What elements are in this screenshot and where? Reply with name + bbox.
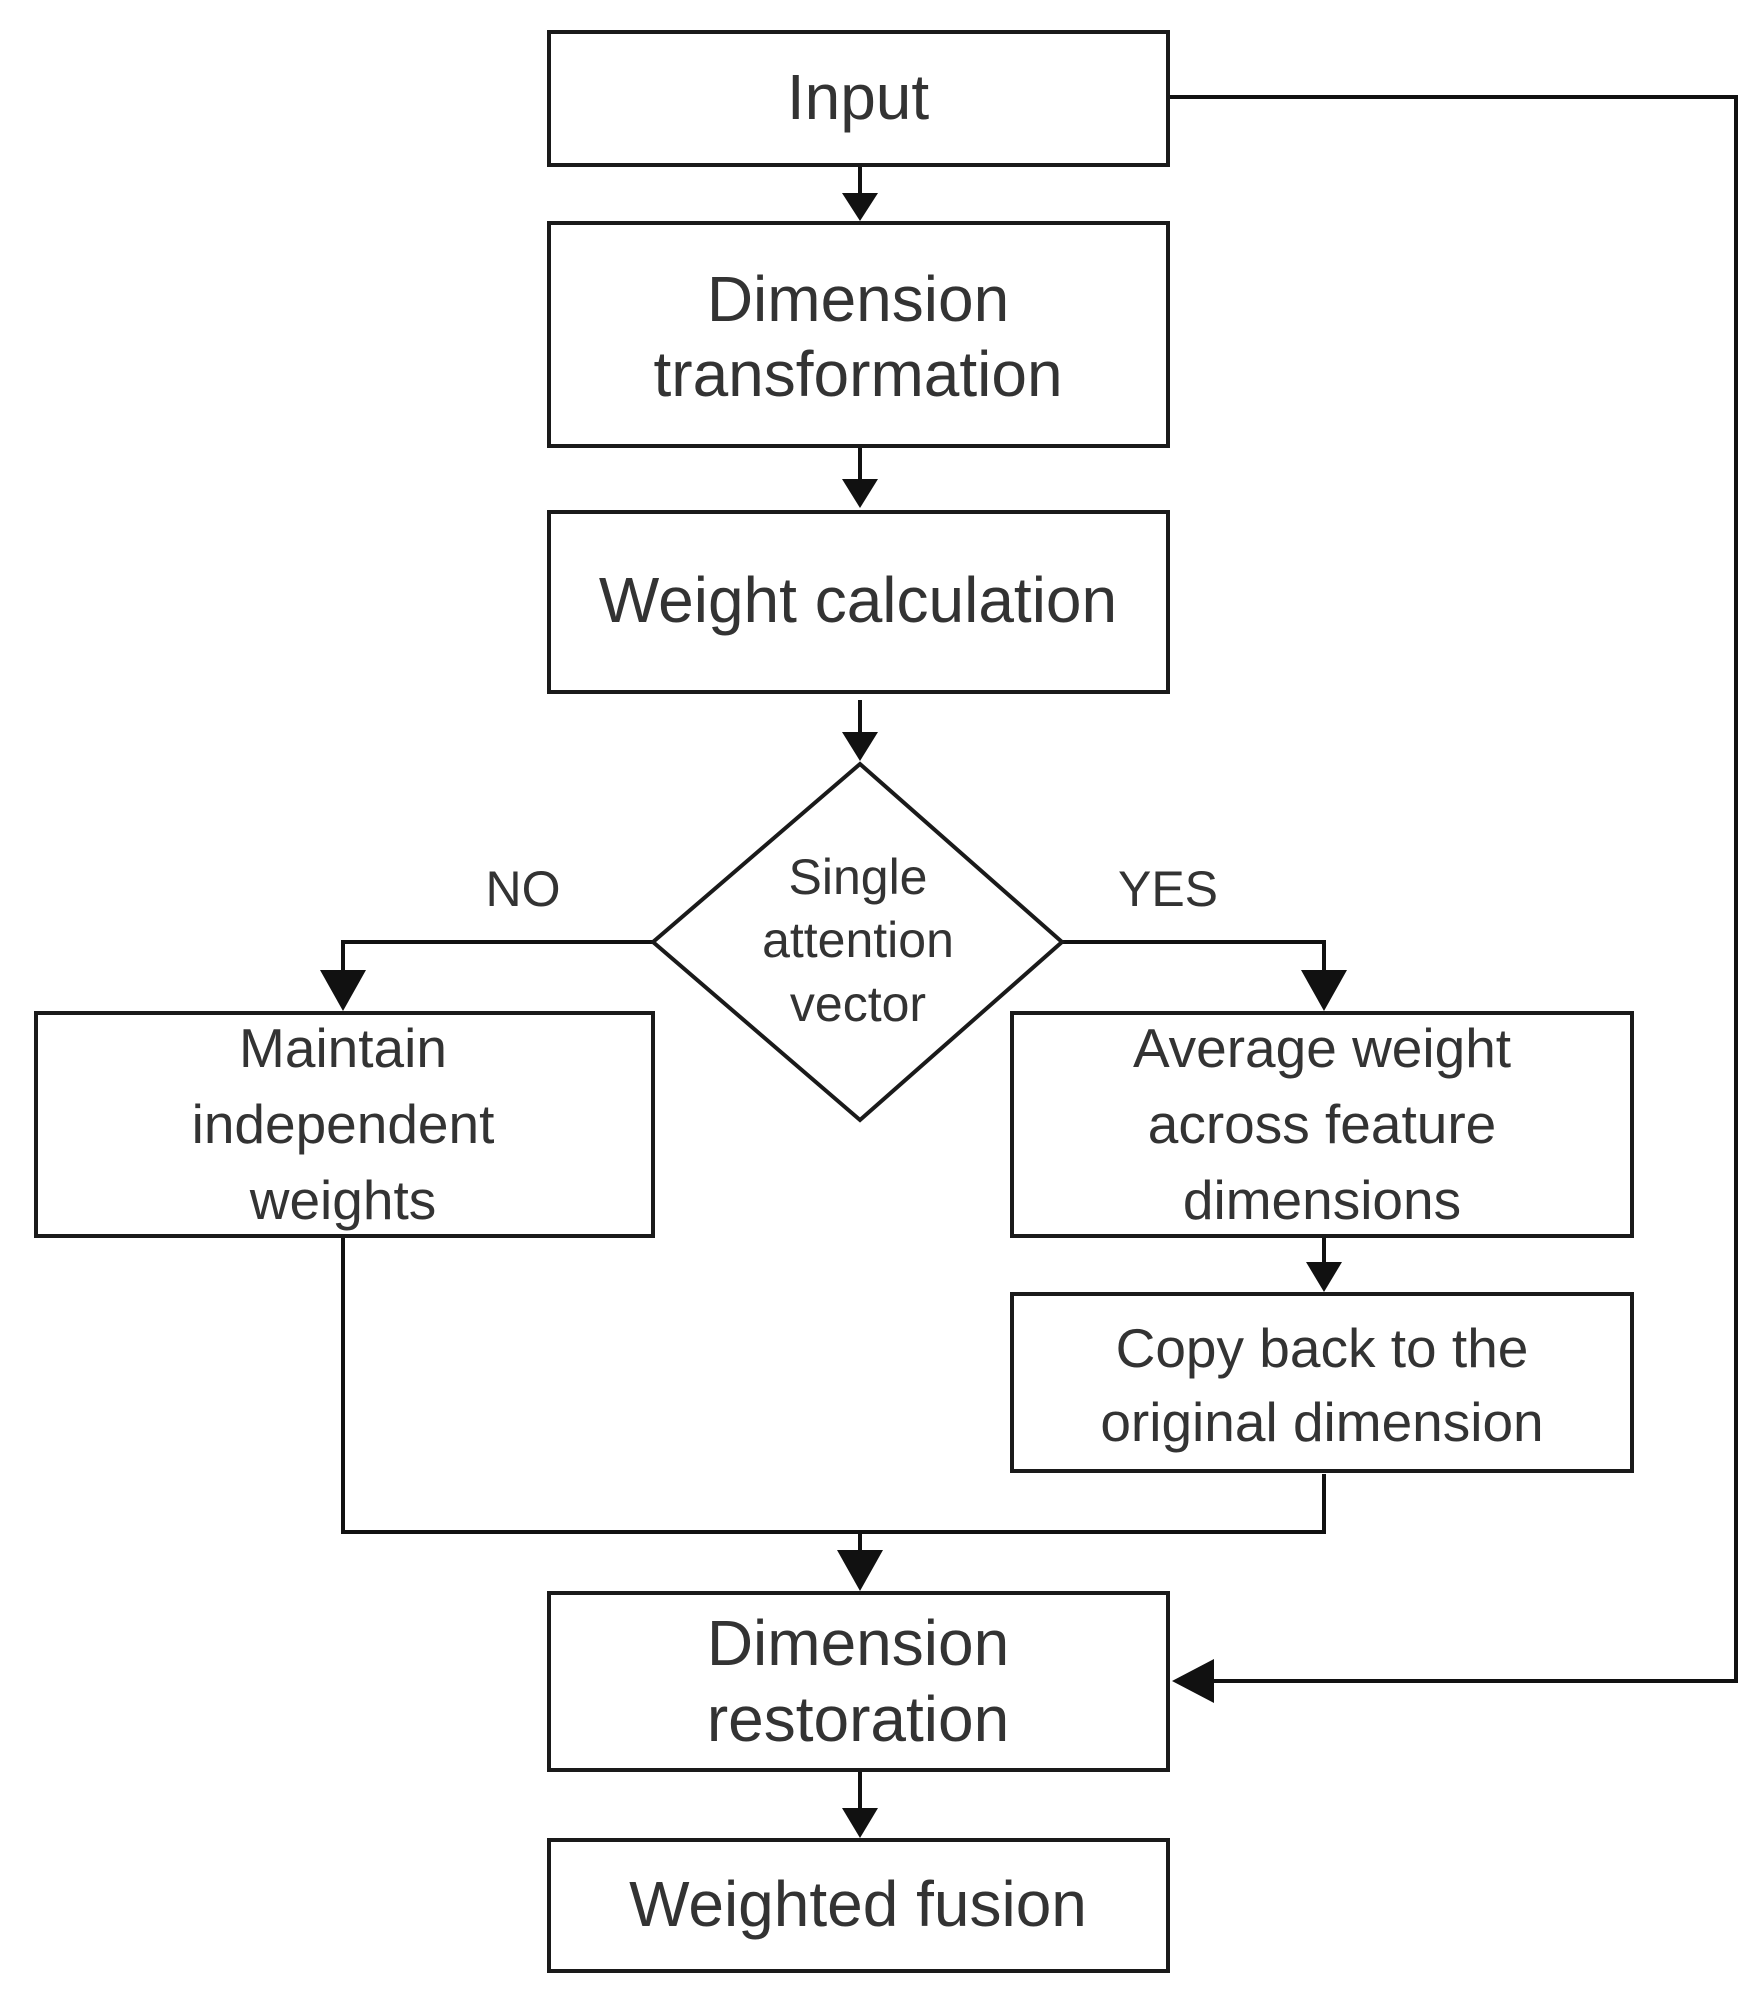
node-average-weight-box — [1010, 1011, 1634, 1238]
node-dimension-restoration-line2: restoration — [707, 1683, 1009, 1755]
node-dimension-transformation-line2: transformation — [653, 338, 1062, 410]
node-weight-calculation-label: Weight calculation — [599, 564, 1117, 636]
arrowhead-fusion — [842, 1808, 878, 1838]
node-weighted-fusion-label: Weighted fusion — [629, 1868, 1087, 1940]
node-weighted-fusion: Weighted fusion — [547, 1838, 1170, 1973]
node-dimension-restoration: Dimension restoration — [547, 1591, 1170, 1772]
node-maintain-weights-box — [34, 1011, 655, 1238]
node-input: Input — [547, 30, 1170, 167]
node-weight-calculation-box — [547, 510, 1170, 694]
arrowhead-maintain — [320, 970, 366, 1011]
node-dimension-transformation-line1: Dimension — [707, 263, 1009, 335]
node-average-weight-line1: Average weight — [1133, 1017, 1511, 1079]
arrowhead-average — [1301, 970, 1347, 1011]
edge-decision-yes — [1062, 940, 1326, 980]
edge-input-skip — [1168, 95, 1738, 1683]
branch-label-yes: YES — [1118, 861, 1218, 917]
arrowhead-restoration — [837, 1550, 883, 1591]
arrowhead-copy — [1306, 1262, 1342, 1292]
arrowhead-skip — [1172, 1659, 1214, 1703]
node-weighted-fusion-box — [547, 1838, 1170, 1973]
edge-decision-no — [341, 940, 653, 980]
node-input-box — [547, 30, 1170, 167]
arrowhead-weight — [842, 479, 878, 508]
node-maintain-weights-line3: weights — [249, 1169, 436, 1231]
node-maintain-weights-line2: independent — [192, 1093, 495, 1155]
node-copy-back-line2: original dimension — [1100, 1391, 1543, 1453]
node-dimension-transformation-box — [547, 221, 1170, 448]
branch-label-no: NO — [486, 861, 561, 917]
node-dimension-restoration-line1: Dimension — [707, 1607, 1009, 1679]
node-decision-line2: attention — [762, 912, 954, 968]
node-copy-back-line1: Copy back to the — [1116, 1317, 1529, 1379]
node-decision-diamond — [649, 761, 1066, 1123]
node-decision: Single attention vector — [649, 761, 1066, 1123]
node-decision-line3: vector — [790, 976, 926, 1032]
node-copy-back: Copy back to the original dimension — [1010, 1292, 1634, 1473]
node-decision-line1: Single — [789, 849, 928, 905]
node-average-weight-line3: dimensions — [1183, 1169, 1461, 1231]
node-average-weight: Average weight across feature dimensions — [1010, 1011, 1634, 1238]
node-maintain-weights: Maintain independent weights — [34, 1011, 655, 1238]
arrowhead-decision — [842, 732, 878, 761]
node-maintain-weights-line1: Maintain — [239, 1017, 447, 1079]
node-dimension-transformation: Dimension transformation — [547, 221, 1170, 448]
node-average-weight-line2: across feature — [1148, 1093, 1497, 1155]
arrowhead-transform — [842, 193, 878, 221]
node-weight-calculation: Weight calculation — [547, 510, 1170, 694]
node-dimension-restoration-box — [547, 1591, 1170, 1772]
node-input-label: Input — [787, 61, 930, 133]
node-copy-back-box — [1010, 1292, 1634, 1473]
edge-maintain-down — [341, 1232, 1326, 1534]
